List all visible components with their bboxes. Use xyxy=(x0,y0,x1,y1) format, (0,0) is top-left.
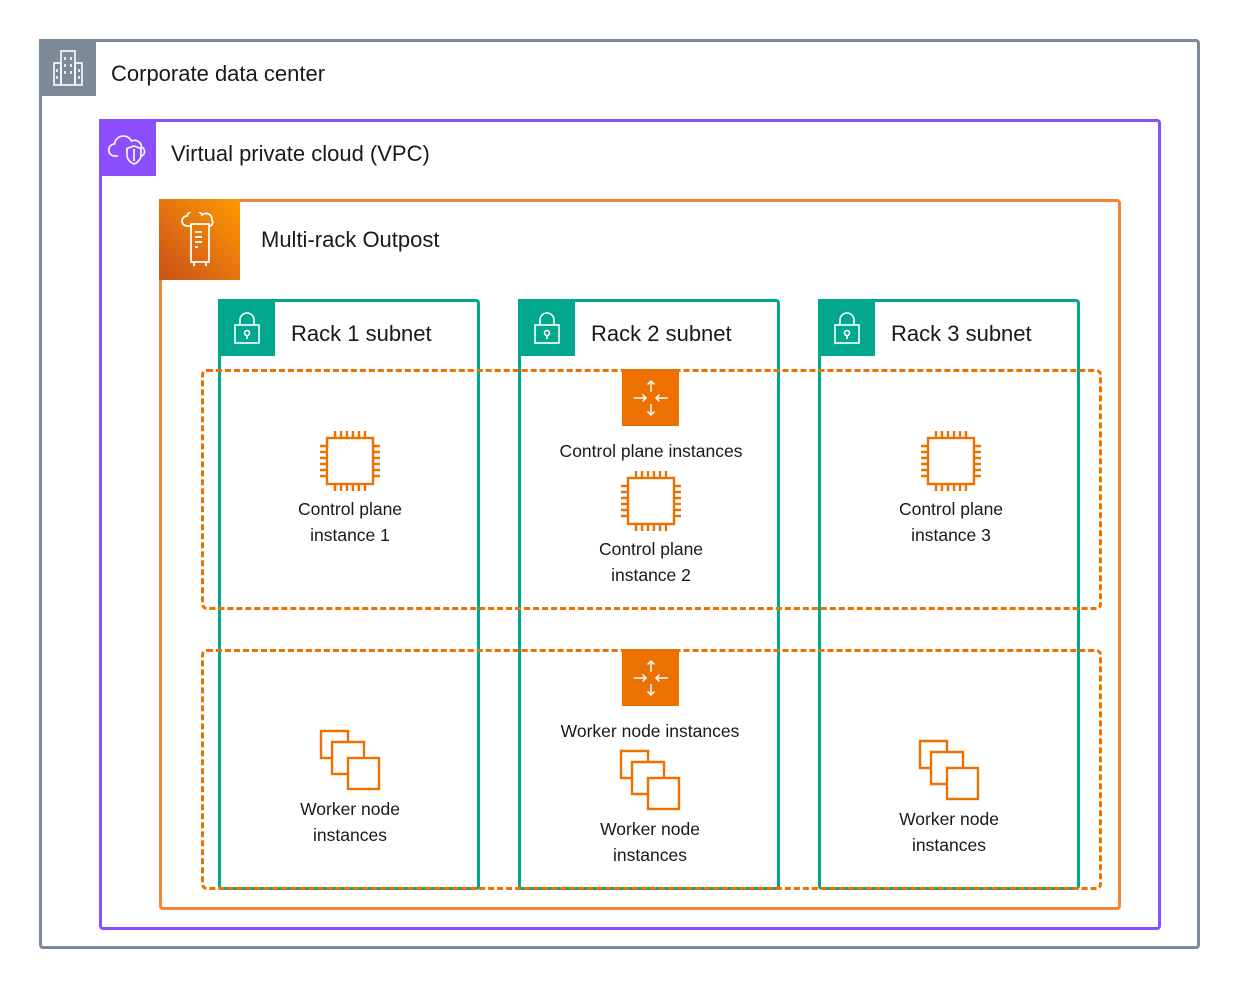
label-line: instances xyxy=(912,835,986,855)
label-line: Control plane xyxy=(598,539,704,559)
outpost-title: Multi-rack Outpost xyxy=(261,227,440,252)
label-line: instances xyxy=(313,825,387,845)
worker-node-instances-2-label: Worker node instances xyxy=(600,816,700,868)
load-balancer-arrows-icon xyxy=(622,369,679,426)
worker-node-group-label: Worker node instances xyxy=(560,721,740,741)
load-balancer-arrows-icon xyxy=(622,649,679,706)
outpost-group xyxy=(159,199,1121,910)
corporate-data-center-group xyxy=(39,39,1200,949)
lock-icon xyxy=(818,299,875,356)
control-plane-instance-2-label: Control plane instance 2 xyxy=(599,536,703,588)
chip-icon xyxy=(921,431,981,491)
worker-node-instances-3-label: Worker node instances xyxy=(899,806,999,858)
label-line: Control plane xyxy=(898,499,1004,519)
control-plane-group-label: Control plane instances xyxy=(559,441,743,461)
label-line: instance 2 xyxy=(611,565,691,585)
lock-icon xyxy=(518,299,575,356)
chip-icon xyxy=(621,471,681,531)
instances-icon xyxy=(918,739,980,801)
worker-node-instances-1-label: Worker node instances xyxy=(300,796,400,848)
rack-3-title: Rack 3 subnet xyxy=(891,321,1032,346)
vpc-group xyxy=(99,119,1161,930)
instances-icon xyxy=(319,729,381,791)
corporate-title: Corporate data center xyxy=(111,61,326,86)
label-line: Worker node xyxy=(600,819,700,839)
rack-1-title: Rack 1 subnet xyxy=(291,321,432,346)
label-line: instances xyxy=(613,845,687,865)
label-line: instance 1 xyxy=(310,525,390,545)
rack-2-title: Rack 2 subnet xyxy=(591,321,732,346)
label-line: instance 3 xyxy=(911,525,991,545)
control-plane-instance-3-label: Control plane instance 3 xyxy=(899,496,1003,548)
chip-icon xyxy=(320,431,380,491)
building-icon xyxy=(39,39,96,96)
vpc-title: Virtual private cloud (VPC) xyxy=(171,141,430,166)
lock-icon xyxy=(218,299,275,356)
label-line: Control plane xyxy=(297,499,403,519)
control-plane-instance-1-label: Control plane instance 1 xyxy=(298,496,402,548)
cloud-shield-icon xyxy=(99,119,156,176)
instances-icon xyxy=(619,749,681,811)
label-line: Worker node xyxy=(899,809,999,829)
label-line: Worker node xyxy=(300,799,400,819)
outpost-rack-icon xyxy=(159,199,240,280)
